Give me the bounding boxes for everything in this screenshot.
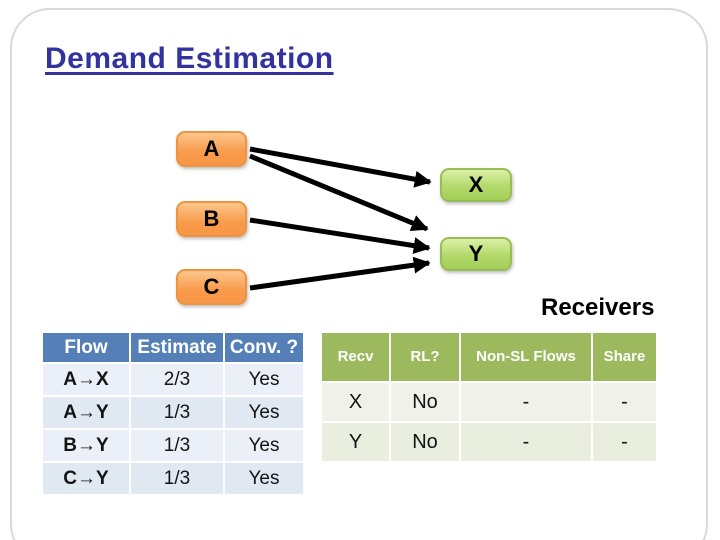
flow-table-header-estimate: Estimate: [131, 333, 223, 362]
recv-table-header-rl: RL?: [391, 333, 459, 381]
estimate-cell: 1/3: [131, 430, 223, 461]
conv-cell: Yes: [225, 463, 303, 494]
estimate-cell: 1/3: [131, 397, 223, 428]
conv-cell: Yes: [225, 397, 303, 428]
rl-cell: No: [391, 383, 459, 421]
recv-table-header-recv: Recv: [322, 333, 389, 381]
receiver-node-y: Y: [440, 237, 512, 271]
flow-cell: A→Y: [43, 397, 129, 428]
flow-table-header-flow: Flow: [43, 333, 129, 362]
sender-node-c: C: [176, 269, 247, 305]
slide-border: [10, 8, 708, 540]
estimate-cell: 1/3: [131, 463, 223, 494]
rl-cell: No: [391, 423, 459, 461]
estimate-cell: 2/3: [131, 364, 223, 395]
flow-cell: B→Y: [43, 430, 129, 461]
nonsl-cell: -: [461, 423, 591, 461]
slide-title: Demand Estimation: [45, 42, 334, 75]
share-cell: -: [593, 383, 656, 421]
recv-cell: Y: [322, 423, 389, 461]
recv-table-header-nonsl: Non-SL Flows: [461, 333, 591, 381]
receivers-caption: Receivers: [541, 294, 655, 321]
flow-estimate-table: Flow Estimate Conv. ? A→X 2/3 Yes A→Y 1/…: [43, 333, 303, 494]
flow-table-header-conv: Conv. ?: [225, 333, 303, 362]
flow-cell: C→Y: [43, 463, 129, 494]
recv-cell: X: [322, 383, 389, 421]
sender-node-a: A: [176, 131, 247, 167]
conv-cell: Yes: [225, 364, 303, 395]
share-cell: -: [593, 423, 656, 461]
flow-cell: A→X: [43, 364, 129, 395]
sender-node-b: B: [176, 201, 247, 237]
recv-table-header-share: Share: [593, 333, 656, 381]
receiver-node-x: X: [440, 168, 512, 202]
receivers-table: Recv RL? Non-SL Flows Share X No - - Y N…: [322, 333, 656, 461]
nonsl-cell: -: [461, 383, 591, 421]
conv-cell: Yes: [225, 430, 303, 461]
